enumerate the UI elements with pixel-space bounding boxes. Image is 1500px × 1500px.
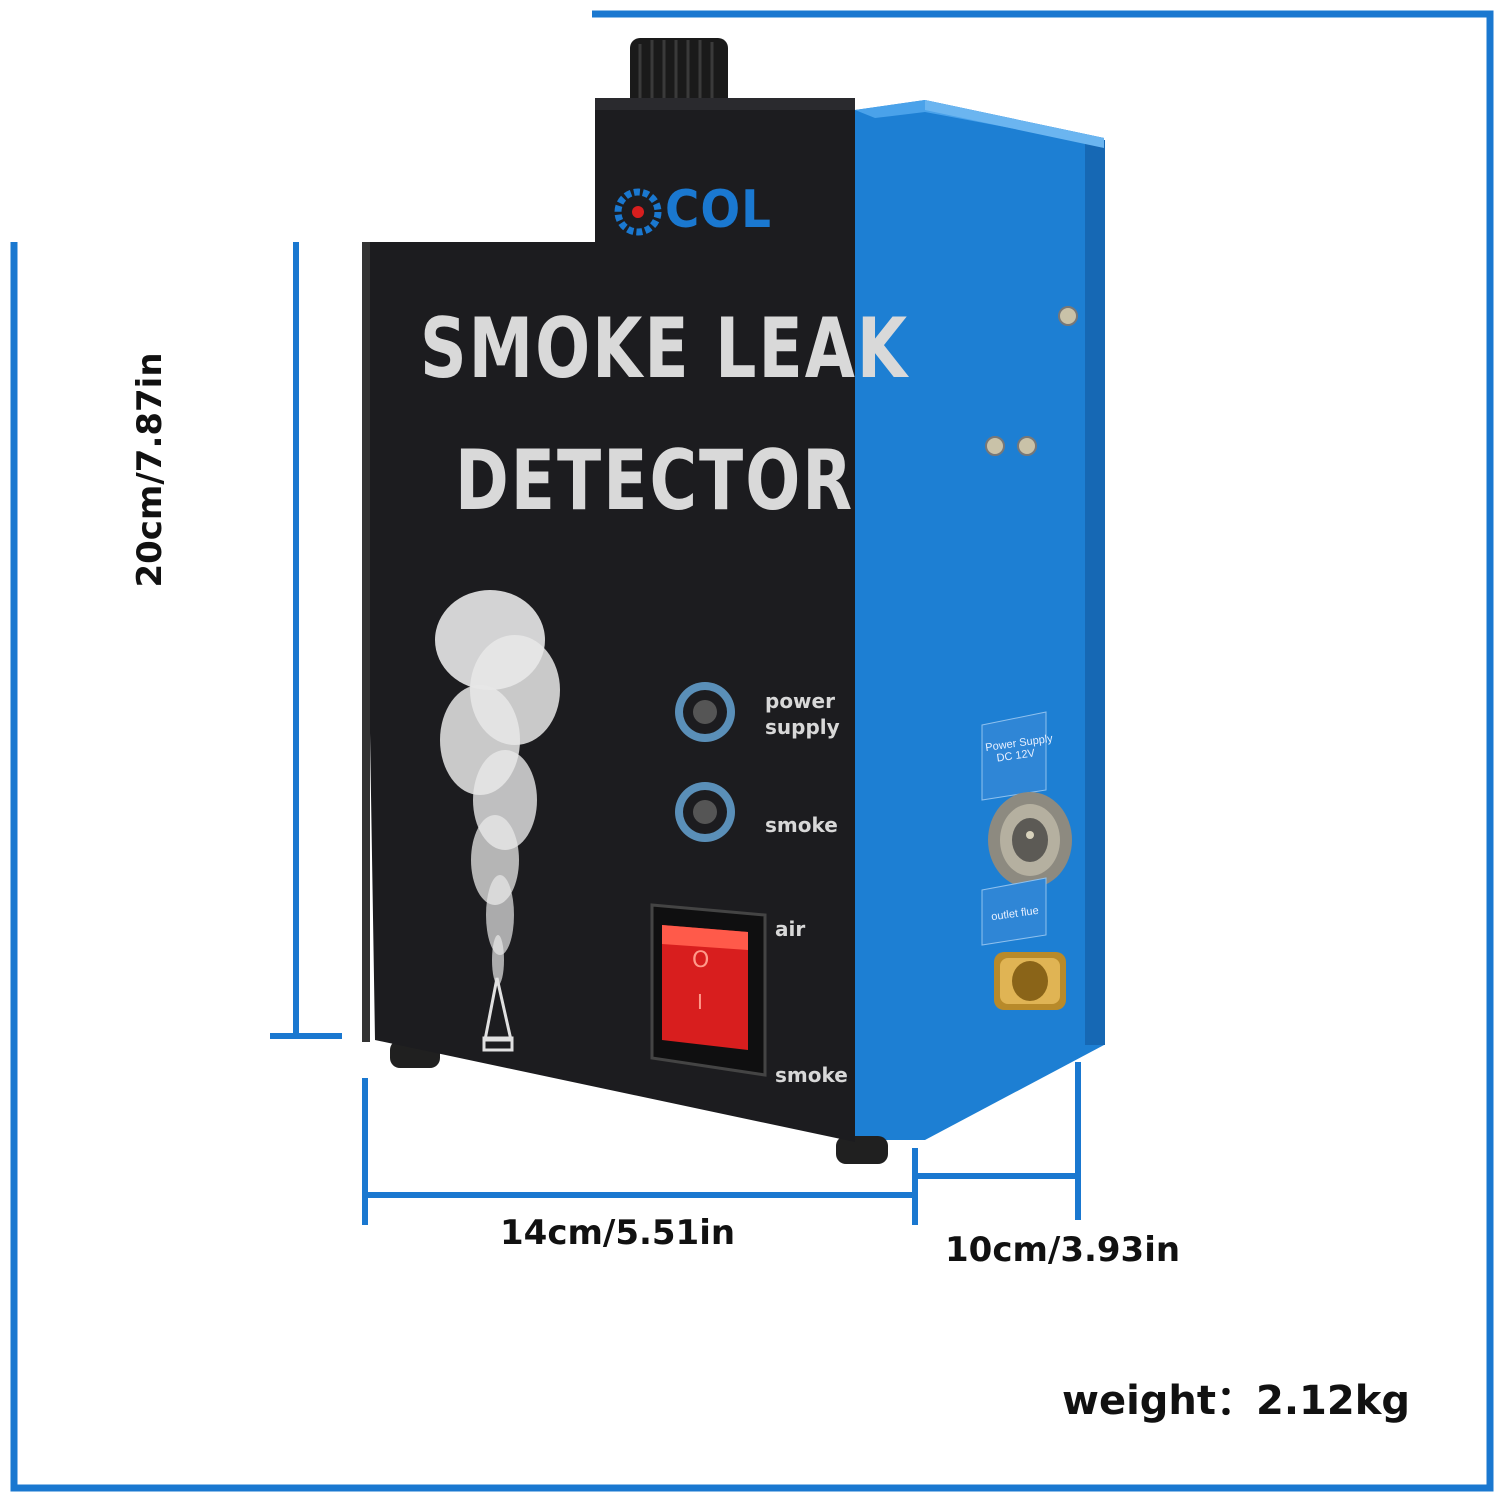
depth-dimension-label: 10cm/3.93in (945, 1230, 1181, 1270)
knob-icon (595, 38, 855, 118)
nozzle-icon (482, 977, 514, 1052)
power-connector-icon (988, 792, 1072, 888)
brand-logo-icon (614, 188, 662, 236)
device-front-panel (362, 110, 855, 1142)
height-dimension-label: 20cm/7.87in (130, 352, 170, 588)
power-indicator-icon (675, 682, 735, 742)
rocker-switch (650, 903, 767, 1077)
product-title-line1: SMOKE LEAK (420, 300, 910, 397)
brand-name: COL (665, 180, 772, 240)
dimension-lines (270, 242, 1081, 1225)
frame-border (10, 10, 1494, 1492)
outlet-fitting-icon (994, 952, 1066, 1010)
smoke-indicator-label: smoke (765, 813, 838, 837)
smoke-indicator-icon (675, 782, 735, 842)
weight-label: weight：2.12kg (1062, 1378, 1410, 1424)
width-dimension-label: 14cm/5.51in (500, 1213, 736, 1253)
switch-on-mark: I (697, 990, 703, 1014)
product-title-line2: DETECTOR (455, 432, 855, 529)
device-side-panel (855, 100, 1105, 1140)
switch-smoke-label: smoke (775, 1063, 848, 1087)
switch-off-mark: O (692, 948, 710, 973)
air-label: air (775, 917, 806, 941)
power-supply-label: power supply (765, 689, 840, 739)
smoke-plume-icon (435, 590, 560, 985)
